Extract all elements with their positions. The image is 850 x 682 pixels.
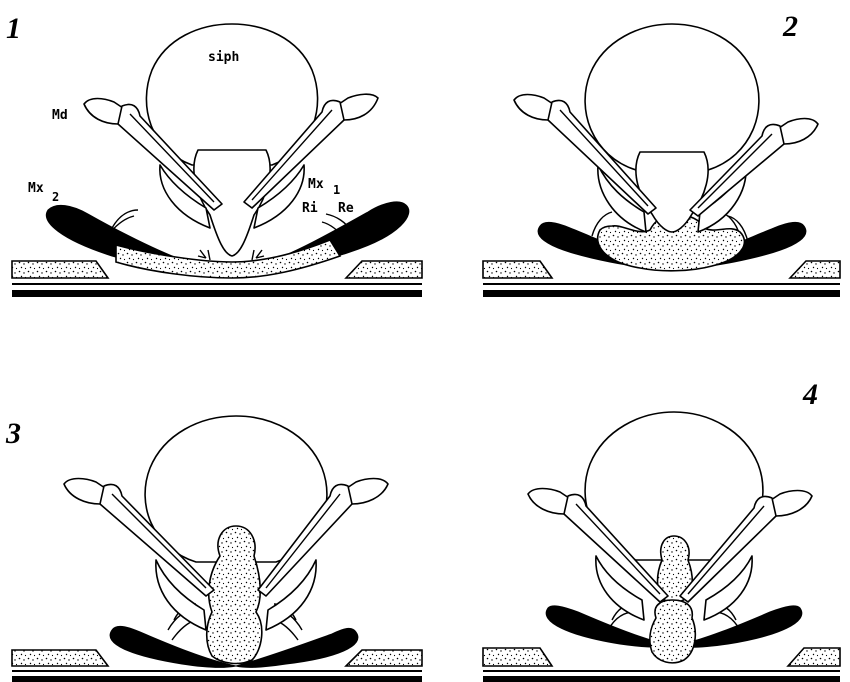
label-mx1: Mx: [308, 177, 324, 192]
panel-3-number: 3: [5, 417, 21, 450]
panel-2-siphon-head: [585, 24, 759, 170]
panel-4: 4: [483, 378, 840, 682]
panel-1-substrate-line: [12, 283, 422, 285]
panel-1-substrate-left: [12, 261, 108, 278]
label-mx1-sub: 1: [333, 183, 340, 197]
panel-3-substrate-right: [346, 650, 422, 666]
panel-4-substrate-right: [788, 648, 840, 666]
label-mx2: Mx: [28, 181, 44, 196]
panel-2-number: 2: [782, 10, 798, 43]
panel-3: 3: [5, 416, 422, 682]
label-mx2-sub: 2: [52, 190, 59, 204]
label-siph: siph: [208, 50, 239, 65]
panel-1-substrate-right: [346, 261, 422, 278]
panel-4-number: 4: [802, 378, 818, 411]
panel-4-substrate-left: [483, 648, 552, 666]
panel-2-substrate-right: [790, 261, 840, 278]
panel-1-number: 1: [6, 12, 21, 45]
panel-1-siphon-head: [146, 24, 317, 165]
label-ri: Ri: [302, 201, 318, 216]
label-re: Re: [338, 201, 354, 216]
panel-1-substrate-base: [12, 290, 422, 297]
panel-1: 1: [6, 12, 422, 297]
panel-2-substrate-left: [483, 261, 552, 278]
panel-2: 2: [483, 10, 840, 297]
label-md: Md: [52, 108, 68, 123]
panel-3-substrate-left: [12, 650, 108, 666]
panel-4-food-lower: [650, 600, 695, 663]
